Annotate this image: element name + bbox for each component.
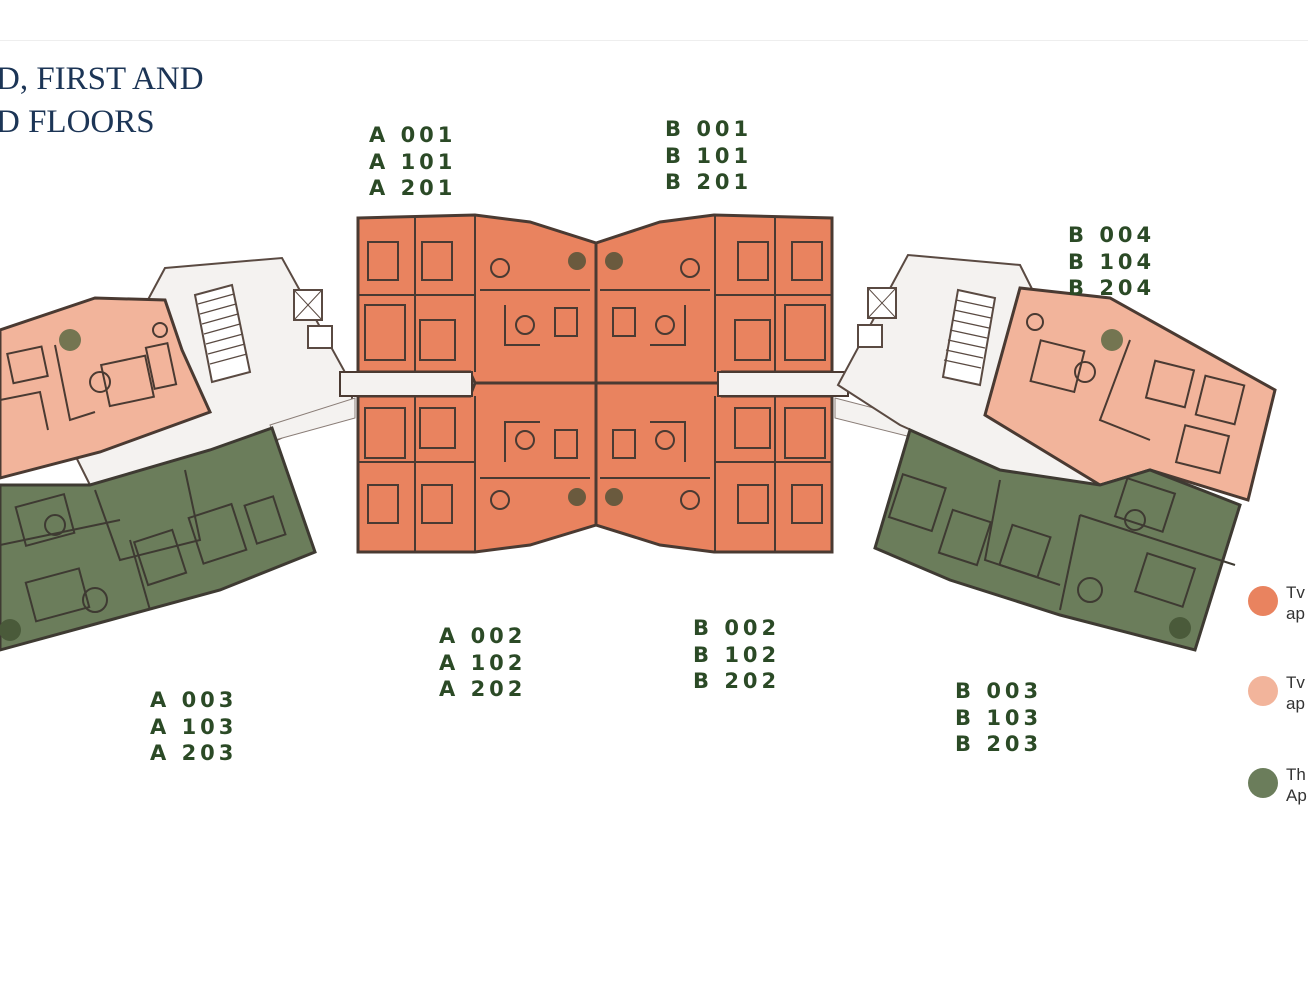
right-shaft xyxy=(857,324,883,348)
left-green-unit xyxy=(0,426,317,652)
legend-swatch xyxy=(1248,676,1278,706)
label-a003-group: A 003 A 103 A 203 xyxy=(150,687,237,767)
unit-a001-plan xyxy=(356,213,598,385)
unit-label: B 003 xyxy=(955,679,1043,703)
unit-label: B 202 xyxy=(693,669,781,693)
label-a001-group: A 001 A 101 A 201 xyxy=(369,122,456,202)
unit-label: B 201 xyxy=(665,170,753,194)
label-b004-group: B 004 B 104 B 204 xyxy=(1068,222,1155,302)
title-line-1: D, FIRST AND xyxy=(0,61,204,97)
unit-label: B 001 xyxy=(665,117,753,141)
left-stair xyxy=(193,283,252,384)
label-b002-group: B 002 B 102 B 202 xyxy=(693,615,780,695)
central-corridor-right xyxy=(717,371,849,397)
central-corridor-left xyxy=(339,371,473,397)
title-line-2: D FLOORS xyxy=(0,104,155,140)
planter-a002 xyxy=(568,488,586,506)
unit-b003-walls xyxy=(887,473,1236,611)
unit-label: A 001 xyxy=(369,123,457,147)
unit-label: A 202 xyxy=(439,677,527,701)
right-wing xyxy=(834,253,1277,652)
label-b003-group: B 003 B 103 B 203 xyxy=(955,678,1042,758)
unit-label: A 003 xyxy=(150,688,238,712)
unit-b004-tree xyxy=(1101,329,1123,351)
unit-label: A 203 xyxy=(150,741,238,765)
right-stair xyxy=(941,288,997,387)
unit-b004-walls xyxy=(1026,313,1246,475)
page-title: D, FIRST AND D FLOORS xyxy=(0,58,204,144)
planter-b001 xyxy=(605,252,623,270)
left-light-unit-walls xyxy=(0,322,178,431)
unit-label: B 102 xyxy=(693,642,781,667)
unit-b004-plan xyxy=(983,286,1277,502)
unit-label: A 103 xyxy=(150,714,238,739)
unit-label: A 002 xyxy=(439,624,527,648)
planter-b002 xyxy=(605,488,623,506)
legend-swatch xyxy=(1248,586,1278,616)
header-rule xyxy=(0,40,1308,41)
unit-label: B 101 xyxy=(665,143,753,168)
unit-label: A 201 xyxy=(369,176,457,200)
unit-label: B 002 xyxy=(693,616,781,640)
left-wing xyxy=(0,256,356,652)
unit-label: A 102 xyxy=(439,650,527,675)
left-shaft xyxy=(307,325,333,349)
left-green-tree xyxy=(0,619,21,641)
unit-label: B 103 xyxy=(955,705,1043,730)
left-light-tree xyxy=(59,329,81,351)
unit-b003-tree xyxy=(1169,617,1191,639)
label-b001-group: B 001 B 101 B 201 xyxy=(665,116,752,196)
planter-a001 xyxy=(568,252,586,270)
central-interior-walls xyxy=(358,215,832,552)
central-block xyxy=(339,213,849,554)
unit-label: B 104 xyxy=(1068,249,1156,274)
unit-label: B 203 xyxy=(955,732,1043,756)
unit-label: B 004 xyxy=(1068,223,1156,247)
label-a002-group: A 002 A 102 A 202 xyxy=(439,623,526,703)
unit-label: B 204 xyxy=(1068,276,1156,300)
unit-label: A 101 xyxy=(369,149,457,174)
legend-swatch xyxy=(1248,768,1278,798)
left-green-unit-walls xyxy=(0,469,287,623)
